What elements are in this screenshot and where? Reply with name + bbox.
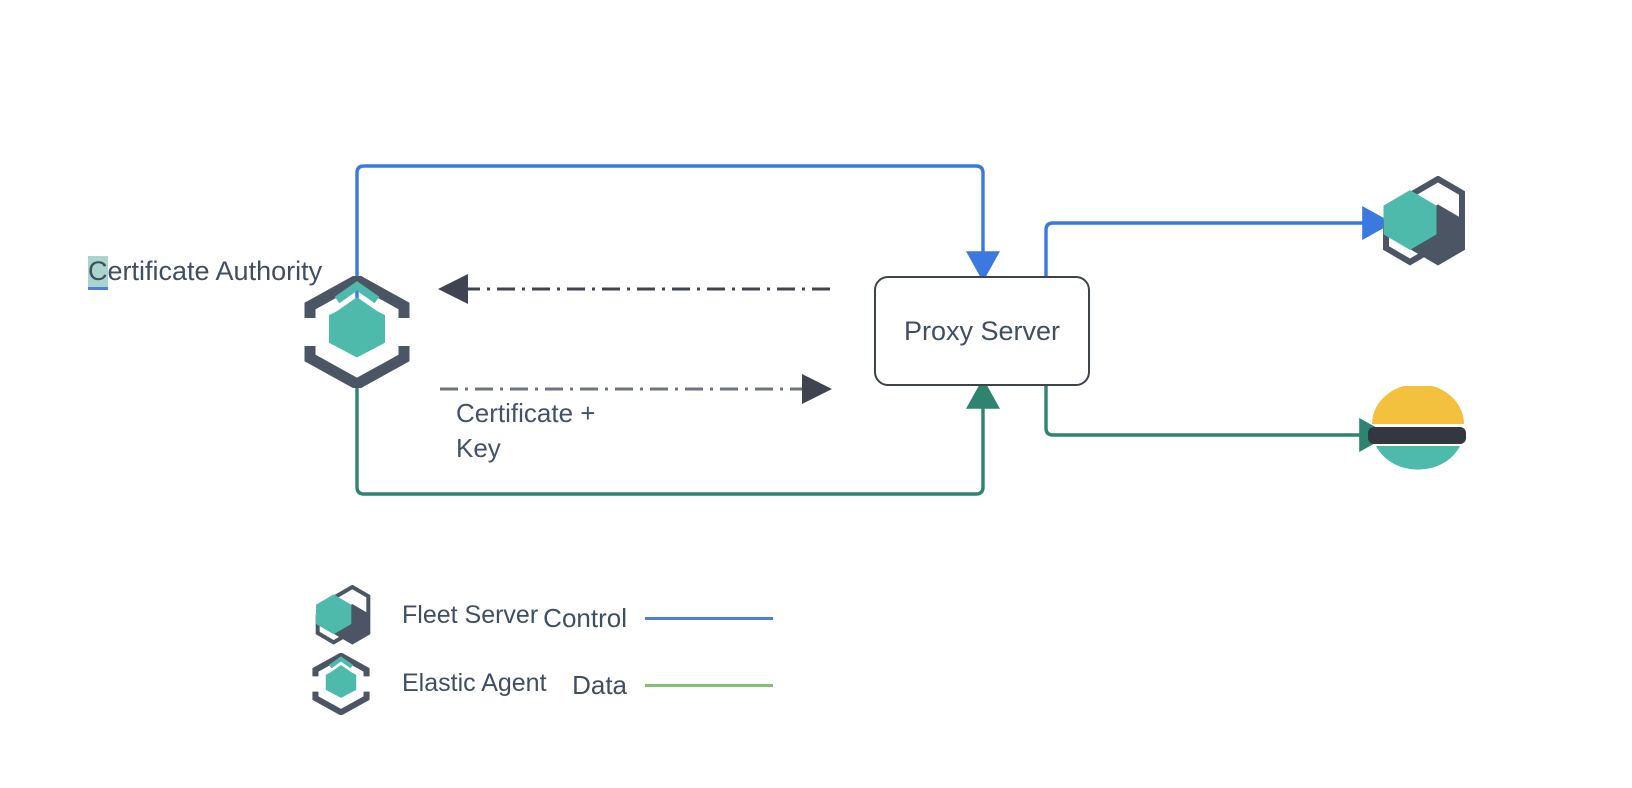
proxy-server-node[interactable]: Proxy Server: [874, 276, 1090, 386]
proxy-server-label: Proxy Server: [903, 315, 1061, 346]
legend: Fleet Server Elastic Agent Control: [310, 585, 930, 715]
elastic-agent-icon: [300, 276, 414, 388]
legend-label-elastic-agent: Elastic Agent: [402, 668, 547, 697]
elasticsearch-node[interactable]: [1368, 386, 1468, 484]
elasticsearch-icon: [1368, 386, 1466, 470]
certificate-key-label: Certificate + Key: [456, 396, 595, 466]
certificate-authority-label: Certificate Authority: [88, 254, 323, 290]
legend-elastic-agent-icon-wrap: [310, 653, 376, 715]
legend-fleet-server-icon-wrap: [310, 585, 376, 645]
edge-proxy-data-to-elasticsearch: [1044, 386, 1390, 452]
ca-label-highlight-char: C: [88, 256, 108, 290]
fleet-server-node[interactable]: [1378, 176, 1470, 266]
legend-swatch-data: [645, 684, 773, 687]
certificate-key-line2: Key: [456, 433, 501, 463]
elastic-agent-icon: [310, 653, 372, 715]
legend-label-fleet-server: Fleet Server: [402, 600, 539, 629]
fleet-server-icon: [1383, 176, 1465, 266]
fleet-server-icon: [315, 585, 371, 645]
edge-agent-data-to-proxy: [355, 378, 1000, 496]
certificate-authority-node[interactable]: [300, 276, 414, 388]
legend-item-control: Control: [515, 603, 773, 634]
legend-label-control: Control: [543, 603, 627, 633]
legend-label-data: Data: [572, 670, 627, 700]
legend-item-elastic-agent: Elastic Agent: [310, 653, 547, 715]
edge-proxy-control-to-fleet: [1044, 206, 1393, 276]
legend-item-data: Data: [515, 670, 773, 701]
legend-swatch-control: [645, 617, 773, 620]
certificate-key-line1: Certificate +: [456, 398, 596, 428]
legend-item-fleet-server: Fleet Server: [310, 585, 538, 645]
ca-label-rest: ertificate Authority: [107, 256, 323, 286]
